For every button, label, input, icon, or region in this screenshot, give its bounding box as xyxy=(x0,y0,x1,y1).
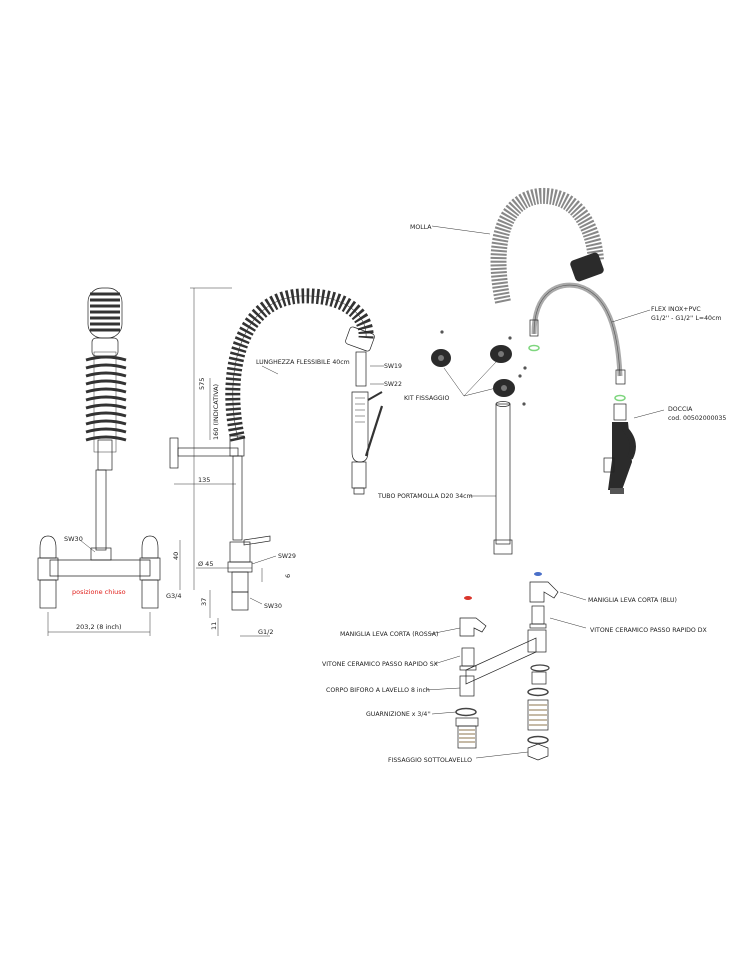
fixing-kit-label: KIT FISSAGGIO xyxy=(404,395,450,402)
front-view: 203,2 (8 inch) posizione chiuso SW30 xyxy=(37,287,161,636)
left-lever-part xyxy=(459,596,487,671)
front-left-lever xyxy=(39,535,57,559)
sw22-label: SW22 xyxy=(384,381,402,388)
sw29-label: SW29 xyxy=(278,553,296,560)
dim-45: Ø 45 xyxy=(198,560,213,568)
side-sw30-label: SW30 xyxy=(264,603,282,610)
flex-hose-label-2: G1/2'' - G1/2'' L=40cm xyxy=(651,315,721,322)
side-lever xyxy=(243,535,271,546)
front-right-lever xyxy=(141,535,159,559)
side-spring-arc xyxy=(225,288,374,442)
shower-code-label: cod. 00502000035 xyxy=(668,415,726,422)
dim-g12: G1/2 xyxy=(258,628,274,636)
fixing-kit-part xyxy=(431,330,527,406)
wall-bracket xyxy=(169,437,179,469)
sw19-label: SW19 xyxy=(384,363,402,370)
spring-tube-label: TUBO PORTAMOLLA D20 34cm xyxy=(377,493,473,500)
dim-575: 575 xyxy=(198,378,206,390)
front-sw30-label: SW30 xyxy=(64,535,83,543)
front-column xyxy=(95,469,107,551)
side-view: 575 160 (INDICATIVA) 135 40 Ø 45 6 G3/4 … xyxy=(166,287,402,637)
body-label: CORPO BIFORO A LAVELLO 8 inch xyxy=(326,687,430,694)
side-shower-neck xyxy=(355,351,367,387)
spring-label: MOLLA xyxy=(410,224,432,231)
front-spring xyxy=(85,287,127,453)
front-shower-head xyxy=(97,439,113,471)
shower-part xyxy=(603,394,636,494)
side-shower-gun xyxy=(351,391,369,463)
closed-position-label: posizione chiuso xyxy=(72,588,126,596)
cartridge-sx-label: VITONE CERAMICO PASSO RAPIDO SX xyxy=(322,661,439,668)
exploded-view: MOLLA FLEX INOX+PVC G1/2'' - G1/2'' L=40… xyxy=(322,188,726,764)
body-part xyxy=(455,629,550,717)
lever-red-label: MANIGLIA LEVA CORTA (ROSSA) xyxy=(340,631,438,638)
dim-135: 135 xyxy=(198,476,210,484)
cartridge-dx-label: VITONE CERAMICO PASSO RAPIDO DX xyxy=(590,627,708,634)
dim-40: 40 xyxy=(172,552,180,560)
lever-blue-label: MANIGLIA LEVA CORTA (BLU) xyxy=(588,597,677,604)
dim-6: 6 xyxy=(284,574,292,578)
dim-g34: G3/4 xyxy=(166,592,182,600)
side-body xyxy=(227,561,253,573)
front-left-shank xyxy=(39,579,57,609)
dim-11: 11 xyxy=(210,622,218,630)
dim-37: 37 xyxy=(200,598,208,606)
front-mixer-body xyxy=(49,559,151,577)
gasket-label: GUARNIZIONE x 3/4'' xyxy=(366,711,431,718)
front-right-shank xyxy=(141,579,159,609)
side-column xyxy=(232,455,243,541)
dim-160: 160 (INDICATIVA) xyxy=(212,384,220,440)
flex-hose-part xyxy=(531,282,623,377)
spring-part xyxy=(490,188,604,304)
underbasin-fixing-label: FISSAGGIO SOTTOLAVELLO xyxy=(388,757,472,764)
width-dimension: 203,2 (8 inch) xyxy=(76,623,122,631)
spring-tube-part xyxy=(493,401,513,555)
right-lever-part xyxy=(529,572,559,629)
hose-length-label: LUNGHEZZA FLESSIBILE 40cm xyxy=(256,359,350,366)
shower-label: DOCCIA xyxy=(668,406,693,413)
underbasin-fixing-part xyxy=(455,699,549,761)
flex-hose-label-1: FLEX INOX+PVC xyxy=(651,306,701,313)
